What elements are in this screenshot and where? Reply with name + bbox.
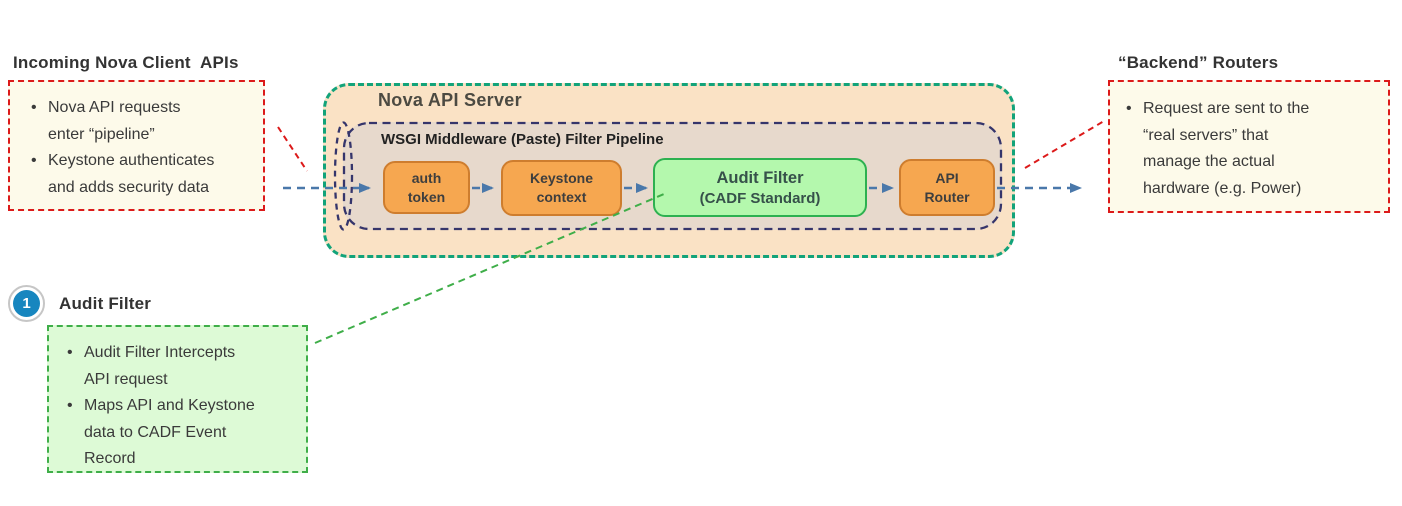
note-line: enter “pipeline” xyxy=(48,125,155,143)
incoming-apis-note: • Nova API requests enter “pipeline” • K… xyxy=(8,80,265,211)
step-number: 1 xyxy=(13,290,40,317)
step-number-badge: 1 xyxy=(8,285,45,322)
backend-routers-note: • Request are sent to the “real servers”… xyxy=(1108,80,1390,213)
stage-label: (CADF Standard) xyxy=(699,190,821,207)
note-line: and adds security data xyxy=(48,178,209,196)
note-line: “real servers” that xyxy=(1143,126,1269,144)
audit-filter-note: • Audit Filter Intercepts API request • … xyxy=(47,325,308,473)
note-line: hardware (e.g. Power) xyxy=(1143,179,1302,197)
note-bullet-item: • Keystone authenticates and adds securi… xyxy=(31,148,257,201)
stage-keystone-context: Keystone context xyxy=(501,160,622,216)
stage-auth-token: auth token xyxy=(383,161,470,214)
stage-label: Keystone xyxy=(529,170,594,186)
backend-routers-heading: “Backend” Routers xyxy=(1118,53,1279,72)
note-line: Nova API requests xyxy=(48,99,181,116)
stage-label: context xyxy=(536,189,587,205)
wsgi-pipeline-title: WSGI Middleware (Paste) Filter Pipeline xyxy=(381,131,664,148)
note-line: manage the actual xyxy=(1143,153,1275,170)
note-bullet-item: • Request are sent to the “real servers”… xyxy=(1126,96,1382,202)
stage-api-router: API Router xyxy=(899,159,995,216)
note-line: Audit Filter Intercepts xyxy=(84,344,236,361)
bullet-glyph: • xyxy=(31,99,37,116)
nova-api-server-title: Nova API Server xyxy=(378,90,522,110)
note-line: Maps API and Keystone xyxy=(84,397,255,414)
note-line: Request are sent to the xyxy=(1143,100,1310,117)
stage-label: auth xyxy=(411,169,442,186)
bullet-glyph: • xyxy=(67,397,73,414)
note-bullet-item: • Audit Filter Intercepts API request xyxy=(67,340,300,393)
note-bullet-item: • Maps API and Keystone data to CADF Eve… xyxy=(67,393,300,473)
note-line: data to CADF Event xyxy=(84,423,227,441)
note-bullet-item: • Nova API requests enter “pipeline” xyxy=(31,95,257,148)
note-line: Keystone authenticates xyxy=(48,152,215,169)
audit-filter-callout-heading: Audit Filter xyxy=(59,294,152,313)
stage-label: API xyxy=(935,169,959,186)
backend-leader-line xyxy=(1024,120,1105,169)
bullet-glyph: • xyxy=(31,152,37,169)
stage-audit-filter: Audit Filter (CADF Standard) xyxy=(653,158,867,217)
note-line: Record xyxy=(84,450,136,467)
stage-label: Router xyxy=(924,188,970,205)
note-line: API request xyxy=(84,370,168,388)
bullet-glyph: • xyxy=(1126,100,1132,117)
stage-label: Audit Filter xyxy=(716,169,804,187)
incoming-leader-line xyxy=(277,126,308,172)
stage-label: token xyxy=(407,188,446,205)
incoming-apis-heading: Incoming Nova Client APIs xyxy=(13,53,239,72)
bullet-glyph: • xyxy=(67,344,73,361)
